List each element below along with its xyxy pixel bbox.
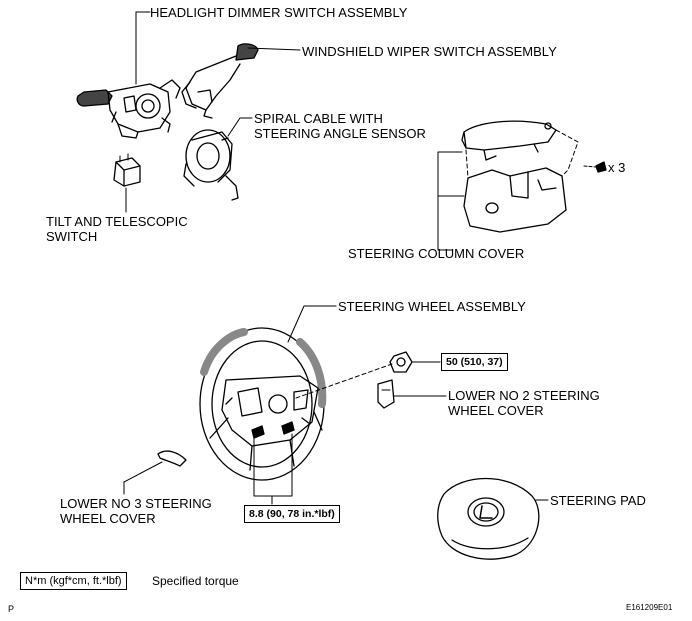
label-wiper-switch: WINDSHIELD WIPER SWITCH ASSEMBLY <box>302 44 557 59</box>
label-headlight-dimmer-switch: HEADLIGHT DIMMER SWITCH ASSEMBLY <box>150 5 408 20</box>
screw-icon <box>583 161 607 173</box>
column-cover-drawing <box>461 120 579 233</box>
legend-unit-box: N*m (kgf*cm, ft.*lbf) <box>20 572 127 590</box>
wiper-switch-drawing <box>181 43 301 119</box>
label-lower-no3-line2: WHEEL COVER <box>60 511 156 526</box>
label-tilt-switch-line2: SWITCH <box>46 229 98 244</box>
wheel-bolt-icon <box>251 421 295 439</box>
lower-no2-cover-drawing <box>377 379 395 409</box>
label-steering-wheel: STEERING WHEEL ASSEMBLY <box>338 299 526 314</box>
legend-text: Specified torque <box>152 574 239 588</box>
figure-id: E161209E01 <box>626 603 673 612</box>
label-lower-no3-line1: LOWER NO 3 STEERING <box>60 496 212 511</box>
steering-wheel-drawing <box>199 327 327 481</box>
label-screw-quantity: x 3 <box>608 160 626 175</box>
label-lower-no2-line2: WHEEL COVER <box>448 403 544 418</box>
headlight-dimmer-switch-drawing <box>76 79 181 139</box>
nut-icon <box>389 351 413 373</box>
lower-no3-cover-drawing <box>157 450 187 467</box>
label-spiral-cable-line1: SPIRAL CABLE WITH <box>254 111 383 126</box>
label-lower-no2-line1: LOWER NO 2 STEERING <box>448 388 600 403</box>
torque-nut-box: 50 (510, 37) <box>441 353 508 371</box>
tilt-switch-drawing <box>113 153 141 187</box>
label-column-cover: STEERING COLUMN COVER <box>348 246 525 261</box>
footer-left-code: P <box>8 604 15 614</box>
spiral-cable-drawing <box>183 129 239 201</box>
torque-bolt-box: 8.8 (90, 78 in.*lbf) <box>244 505 340 523</box>
label-spiral-cable-line2: STEERING ANGLE SENSOR <box>254 126 426 141</box>
label-steering-pad: STEERING PAD <box>550 493 646 508</box>
steering-pad-drawing <box>437 477 540 560</box>
label-tilt-switch-line1: TILT AND TELESCOPIC <box>46 214 188 229</box>
